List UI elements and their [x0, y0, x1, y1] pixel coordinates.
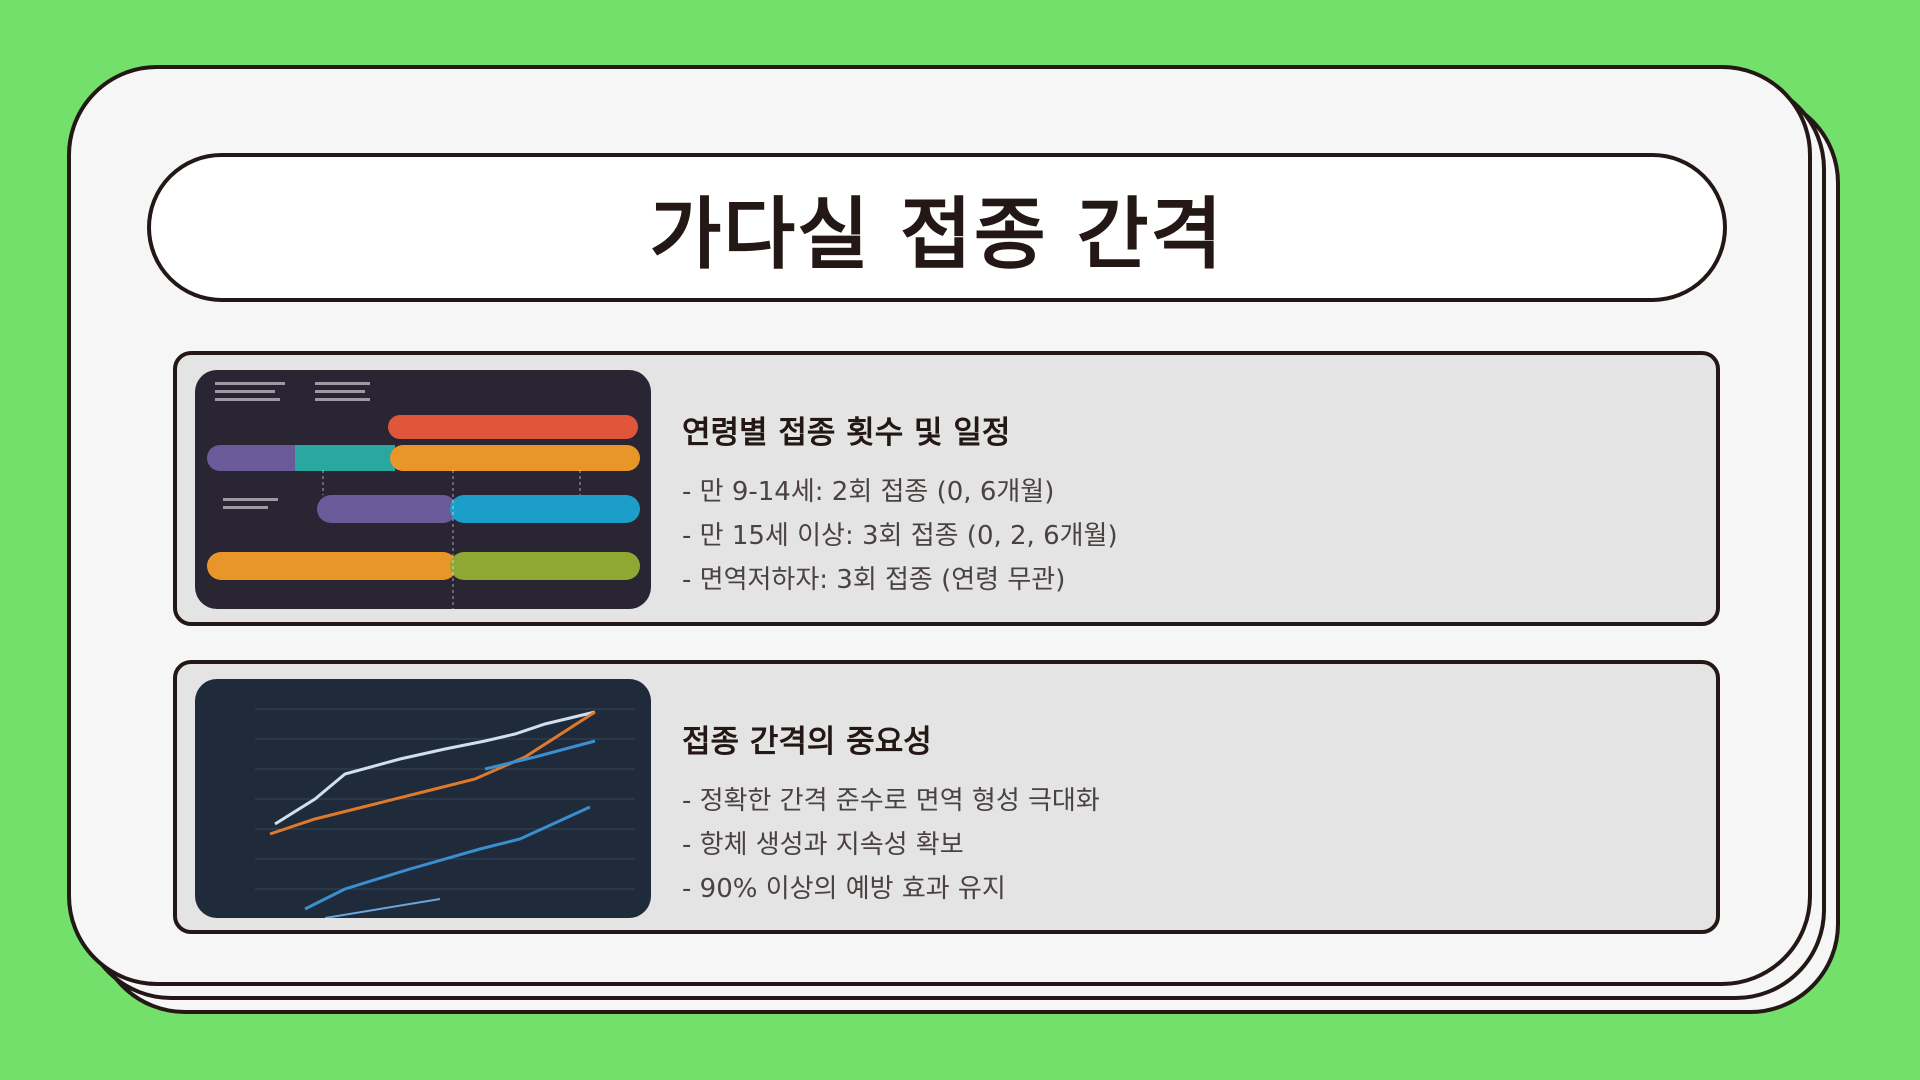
bullet-item: - 만 9-14세: 2회 접종 (0, 6개월) [682, 477, 1055, 507]
bullet-item: - 만 15세 이상: 3회 접종 (0, 2, 6개월) [682, 521, 1118, 551]
section-age-schedule: 연령별 접종 횟수 및 일정 - 만 9-14세: 2회 접종 (0, 6개월)… [173, 351, 1720, 626]
bullet-item: - 항체 생성과 지속성 확보 [682, 830, 964, 860]
page-title: 가다실 접종 간격 [649, 189, 1225, 280]
timeline-infographic-image [195, 370, 651, 609]
section-interval-importance: 접종 간격의 중요성 - 정확한 간격 준수로 면역 형성 극대화 - 항체 생… [173, 660, 1720, 934]
section-heading: 접종 간격의 중요성 [682, 724, 932, 760]
bullet-item: - 90% 이상의 예방 효과 유지 [682, 874, 1006, 904]
title-banner: 가다실 접종 간격 [147, 153, 1727, 302]
bullet-item: - 정확한 간격 준수로 면역 형성 극대화 [682, 786, 1100, 816]
bullet-item: - 면역저하자: 3회 접종 (연령 무관) [682, 565, 1066, 595]
section-heading: 연령별 접종 횟수 및 일정 [682, 415, 1011, 451]
line-chart-image [195, 679, 651, 918]
